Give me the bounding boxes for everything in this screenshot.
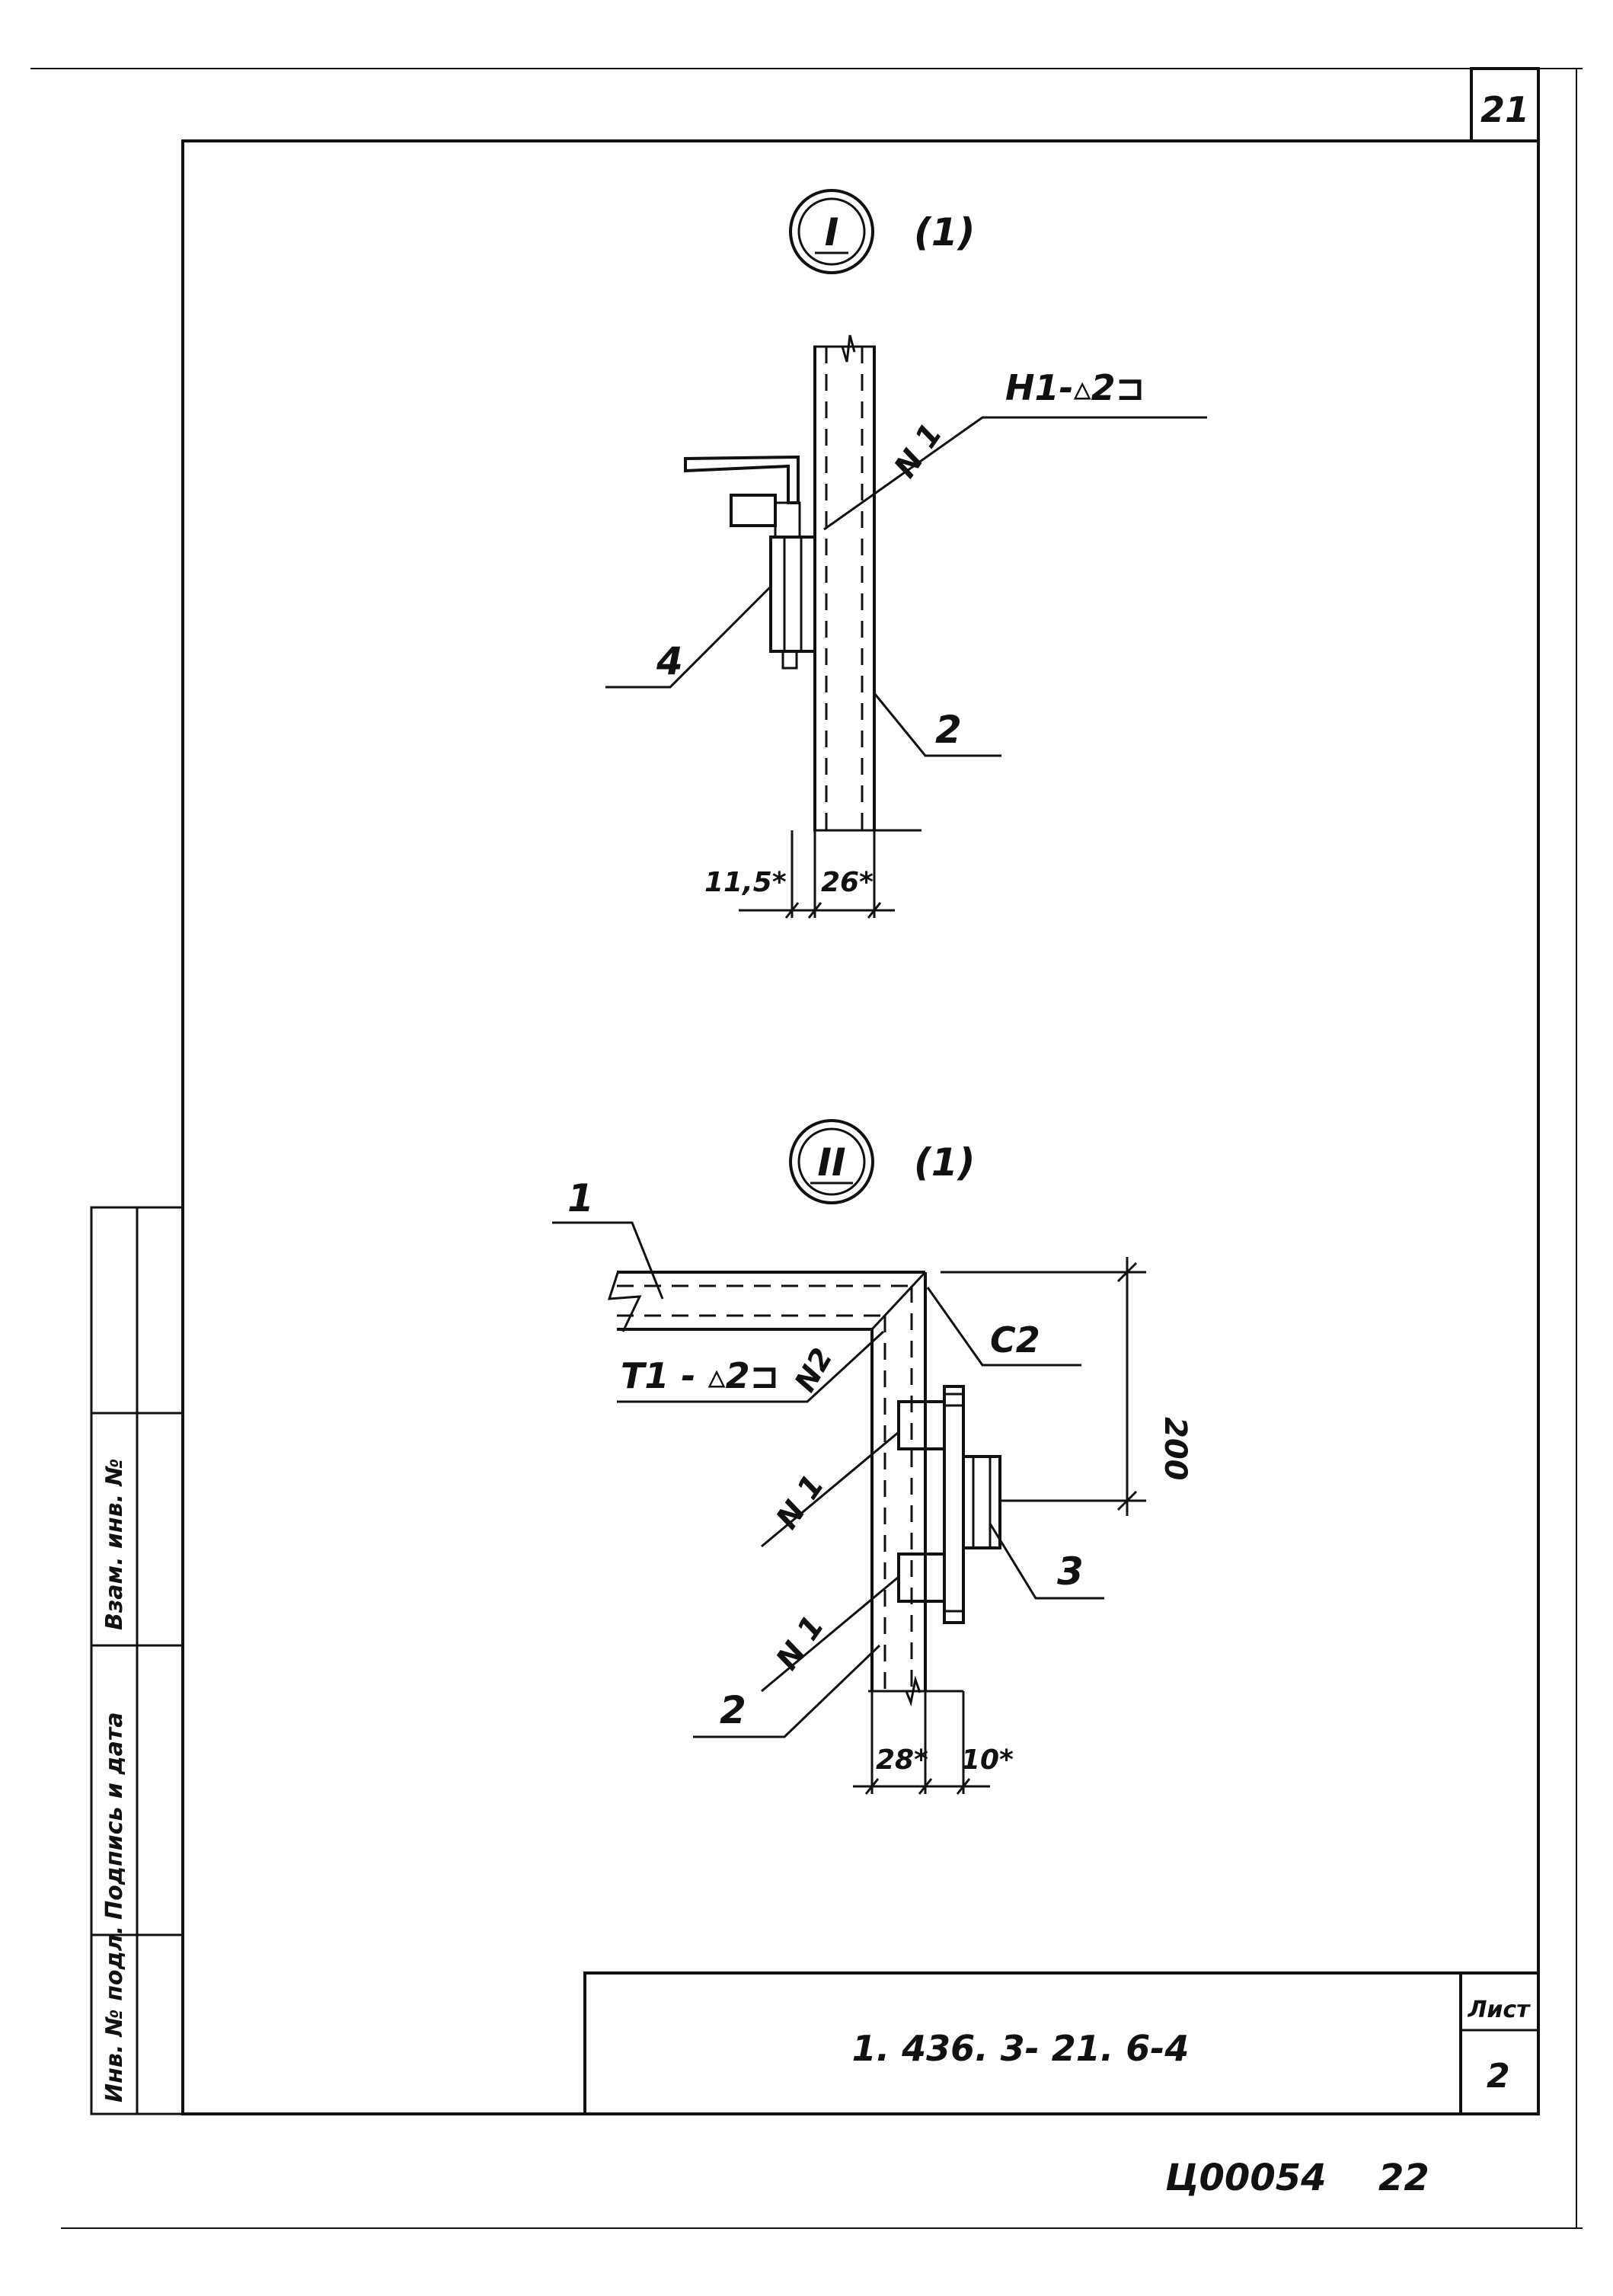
detail-2-dim-v: 200 <box>1158 1417 1193 1481</box>
detail-2-marker-inner <box>797 1127 866 1196</box>
stamp-inventory-original: Инв. № подл. <box>101 1926 128 2103</box>
detail-1-dim-tick <box>784 902 800 919</box>
detail-1-pos-2: 2 <box>935 708 962 752</box>
detail-1-dim-b: 26* <box>821 867 874 898</box>
detail-1-ref: (1) <box>914 210 976 254</box>
corner-number: 21 <box>1480 89 1529 130</box>
detail-2-dim-tick <box>864 1778 880 1795</box>
detail-1-pos4-leader <box>605 585 772 689</box>
detail-2-hinge-leaf <box>962 1455 1001 1549</box>
detail-2-pos-1: 1 <box>567 1176 594 1220</box>
detail-1-break-symbol <box>841 334 856 363</box>
detail-2-marker-outer <box>789 1119 874 1204</box>
detail-1-marker-inner <box>797 197 866 266</box>
detail-2-dim-tick <box>1116 1262 1138 1283</box>
detail-2-dim-b: 10* <box>961 1744 1014 1776</box>
detail-1-dim-tick <box>867 902 882 919</box>
detail-1-latch-handle <box>684 455 800 504</box>
detail-2-dim-tick <box>956 1778 971 1795</box>
corner-number-box <box>1470 67 1540 142</box>
detail-2-pos1-leader <box>552 1221 664 1300</box>
detail-2-pos-2: 2 <box>720 1688 746 1732</box>
archive-code: Ц00054 <box>1165 2157 1327 2199</box>
detail-1-weld-label: H1-▵2⊐ <box>1005 367 1145 408</box>
detail-1-weld-leader <box>823 416 1207 531</box>
archive-page: 22 <box>1378 2157 1429 2199</box>
detail-2-n1-top-leader <box>761 1431 899 1548</box>
detail-1-hinge-pin <box>781 650 798 670</box>
detail-2-weld-n1-bottom: N 1 <box>770 1610 832 1677</box>
detail-2-dim-tick <box>918 1778 933 1795</box>
sheet-number: 2 <box>1487 2057 1510 2096</box>
title-block-frame <box>583 1971 1540 2115</box>
title-block: 1. 436. 3- 21. 6-4 Лист 2 <box>583 1971 1540 2115</box>
detail-1-weld-n: N 1 <box>888 417 950 484</box>
detail-2-pos2-leader <box>693 1644 881 1738</box>
detail-1-hinge-body <box>769 536 816 653</box>
document-code: 1. 436. 3- 21. 6-4 <box>852 2028 1190 2069</box>
detail-2-n1-bottom-leader <box>761 1575 899 1693</box>
detail-2-pin-rod <box>943 1385 965 1624</box>
detail-2-weld-n2: N2 <box>788 1342 839 1397</box>
detail-1-latch-neck <box>774 501 801 539</box>
detail-1-pos2-leader <box>873 692 1001 757</box>
detail-2-weld-n1-top: N 1 <box>770 1469 832 1536</box>
sheet-label: Лист <box>1467 1997 1531 2023</box>
detail-2-corner-weld <box>870 1271 927 1331</box>
stamp-replaced-inventory: Взам. инв. № <box>101 1458 128 1630</box>
detail-2-dim-tick <box>1116 1490 1138 1511</box>
detail-2-knuckle-bottom <box>897 1553 946 1603</box>
detail-1: I (1) H1-▵2⊐ N 1 4 2 1 <box>605 189 1207 919</box>
detail-2-dim-a: 28* <box>876 1744 928 1776</box>
detail-2-pos-3: 3 <box>1057 1549 1084 1594</box>
detail-2-c2-leader <box>926 1287 1081 1367</box>
detail-1-latch-grip <box>730 494 777 527</box>
detail-2-weld-t1: T1 - ▵2⊐ <box>621 1355 779 1396</box>
detail-1-marker-outer <box>789 189 874 274</box>
detail-1-marker: I <box>825 210 839 254</box>
detail-1-pos-4: 4 <box>656 639 683 683</box>
detail-1-dim-a: 11,5* <box>704 867 787 898</box>
drawing-frame <box>181 139 1540 2115</box>
detail-2-break-symbol <box>607 1270 642 1332</box>
detail-2: II (1) 1 C2 T1 - ▵2⊐ N2 <box>552 1119 1193 1795</box>
detail-2-t1-leader <box>617 1330 885 1403</box>
detail-2-pos3-leader <box>989 1523 1104 1600</box>
detail-2-break-bottom-symbol <box>905 1675 921 1707</box>
detail-2-ref: (1) <box>914 1140 976 1185</box>
detail-1-dim-tick <box>807 902 822 919</box>
detail-2-marker: II <box>817 1140 845 1185</box>
detail-2-knuckle-top <box>897 1400 946 1450</box>
detail-2-weld-c2: C2 <box>990 1319 1040 1361</box>
side-stamp: Инв. № подл. Подпись и дата Взам. инв. № <box>90 1206 184 2115</box>
stamp-signature-date: Подпись и дата <box>101 1712 128 1920</box>
